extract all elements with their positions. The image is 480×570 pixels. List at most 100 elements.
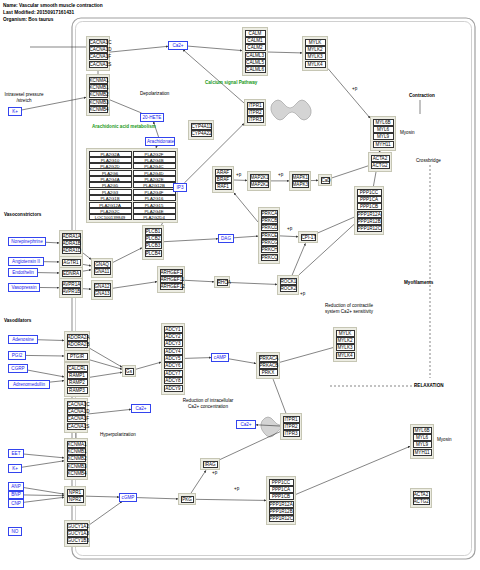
metabolite-box: PGI2	[8, 351, 26, 360]
gene-label: MYLK2	[305, 46, 326, 53]
gene-label: ADCY1	[164, 326, 183, 333]
gene-label: NPR2	[67, 496, 84, 503]
gene-label: AGTR1	[62, 259, 81, 266]
gene-label: MAPK3	[292, 181, 309, 188]
gene-label: MYLK4	[305, 61, 326, 68]
gene-label: NPR1	[67, 489, 84, 496]
annotation-label: Depolarization	[140, 91, 169, 97]
gene-label: CACNA1S	[67, 423, 86, 430]
annotation-label: RELAXATION	[414, 383, 444, 389]
gene-label: BRAF	[215, 176, 232, 183]
gene-label: PPP1R12B	[269, 508, 294, 515]
annotation-label: Vasoconstrictors	[4, 212, 41, 218]
gene-label: PPP1CC	[269, 479, 294, 486]
gene-label: ADCY3	[164, 340, 183, 347]
gene-label: IRAG	[203, 461, 218, 468]
crossbridge-line	[430, 165, 431, 378]
pathway-arrow	[184, 124, 244, 183]
gene-label: ADCY8	[164, 377, 183, 384]
gene-label: ADCY7	[164, 370, 183, 377]
pathway-arrow	[136, 362, 161, 369]
pathway-arrow	[234, 193, 258, 222]
annotation-label: +p	[300, 291, 305, 297]
gene-label: PLA2G12A	[89, 202, 132, 208]
metabolite-label: Angiotensin II	[10, 259, 42, 265]
gene-group: GUCY1A2GUCY1A3GUCY1B3	[64, 520, 90, 547]
gene-label: GUCY1B3	[67, 537, 88, 544]
gene-label: MYH11	[373, 141, 394, 148]
gene-group: RHOA	[214, 276, 230, 288]
metabolite-label: Ca2+	[133, 406, 149, 412]
gene-label: GNAQ	[94, 261, 111, 268]
gene-label: CACNA1D	[67, 408, 86, 415]
pathway-arrow	[28, 370, 64, 377]
gene-group: PLA2G2APLA2G2FPLA2G10PLA2G4BPLA2G2DPLA2G…	[86, 148, 178, 223]
gene-label: RAMP2	[67, 379, 88, 386]
pathway-arrow	[191, 470, 206, 493]
contraction-tick	[420, 100, 421, 114]
annotation-label: +p	[234, 486, 239, 492]
gene-label: ADCY5	[164, 355, 183, 362]
gene-label: CYP4A22	[191, 130, 212, 137]
gene-label: CALML3	[245, 52, 266, 59]
gene-label: ADCY2	[164, 333, 183, 340]
gene-label: ITPR1	[283, 416, 300, 423]
pathway-arrow	[229, 359, 256, 364]
pathway-arrow	[83, 270, 91, 271]
pathway-arrow	[38, 272, 59, 273]
gene-label: PLA2G10	[89, 157, 132, 163]
gene-label: MAPK1	[292, 174, 309, 181]
gene-group: CYP4A11CYP4A22	[188, 120, 214, 140]
gene-group: ROCK1ROCK2	[277, 275, 299, 295]
gene-label: PPP1R12C	[357, 225, 382, 232]
gene-label: KCNMA1	[89, 77, 108, 84]
gene-group: PLCB1PLCB2PLCB3PLCB4	[142, 225, 164, 260]
gene-label: MYLK	[305, 39, 326, 46]
gene-label: ADRA1D	[62, 247, 81, 254]
pathway-arrow	[318, 217, 354, 233]
gene-group: MYLKMYLK2MYLK3MYLK4	[302, 36, 328, 71]
gene-group: GNAQGNA11	[91, 258, 113, 278]
gene-label: PLA2G2E	[133, 176, 176, 182]
gene-label: PLA2G2A	[89, 151, 132, 157]
gene-label: CACNA1F	[67, 415, 86, 422]
gene-label: MYL6	[413, 434, 432, 441]
gene-label: PLA2G2D	[89, 163, 132, 169]
gene-label: ITPR2	[283, 423, 300, 430]
gene-label: PRKCA	[261, 210, 278, 217]
metabolite-label: K+	[10, 109, 20, 115]
pathway-arrow	[24, 488, 64, 495]
gene-label: CACNA1D	[89, 46, 108, 53]
gene-label: PRKCG	[261, 239, 278, 246]
gene-label: PLA2G6	[89, 170, 132, 176]
gene-group: MAP2K1MAP2K2	[247, 171, 271, 191]
metabolite-box: EET	[8, 449, 24, 458]
pathway-arrow	[83, 288, 91, 290]
pathway-arrow	[188, 46, 242, 50]
metabolite-label: CGRP	[10, 366, 26, 372]
gene-group: KCNMA1KCNMB1KCNMB2KCNMB3KCNMB4	[64, 438, 88, 480]
annotation-label: Calcium signal Pathway	[205, 80, 257, 86]
pathway-arrow	[164, 239, 218, 242]
gene-label: PRKCE	[261, 232, 278, 239]
gene-label: ACTG2	[413, 498, 430, 505]
pathway-arrow	[90, 372, 122, 377]
gene-label: CACNA1C	[67, 401, 86, 408]
gene-label: ARHGEF1	[160, 269, 183, 276]
gene-label: PLA2G4B	[133, 157, 176, 163]
gene-label: PLA2G2C	[89, 208, 132, 214]
gene-label: PRKCD	[261, 224, 278, 231]
gene-label: PPP1CC	[357, 189, 382, 196]
gene-label: PLA2G1B	[89, 195, 132, 201]
gene-label: RAMP3	[67, 387, 88, 394]
annotation-label: +p	[287, 226, 292, 232]
pathway-arrow	[268, 52, 302, 54]
pathway-arrow	[196, 499, 266, 500]
gene-label: PLA2G4E	[133, 208, 176, 214]
pathway-arrow	[296, 446, 410, 494]
pathway-arrow	[90, 348, 122, 367]
pathway-arrow	[83, 253, 91, 259]
gene-group: AVPR1AAVPR1B	[59, 278, 83, 298]
pathway-arrow	[113, 282, 157, 289]
gene-label: GNA12	[94, 283, 111, 290]
